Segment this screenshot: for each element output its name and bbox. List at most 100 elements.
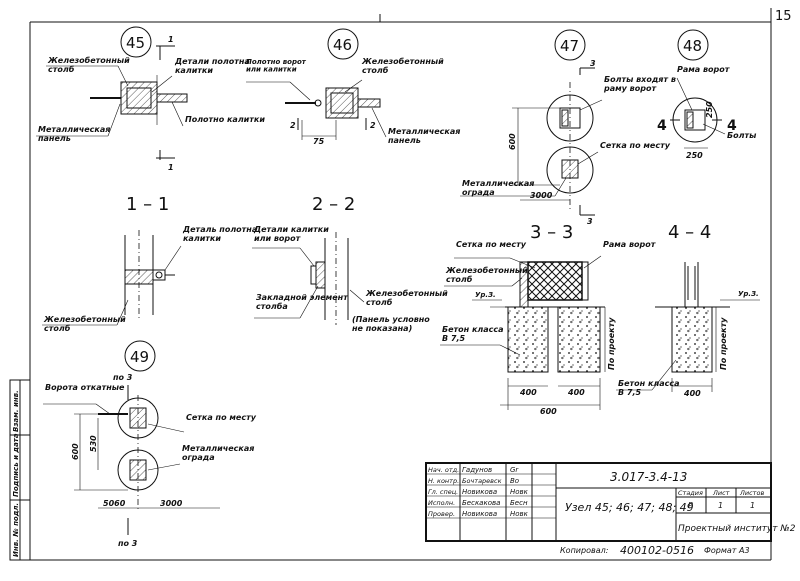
tb-sign-2: Новк (510, 488, 529, 496)
s33-dim-400a: 400 (519, 388, 537, 397)
n49-mesh: Сетка по месту (186, 413, 257, 422)
s44-design: По проекту (719, 317, 728, 370)
cut-2-left: 2 (290, 121, 296, 130)
tb-role-2: Гл. спец. (428, 488, 458, 496)
cut-3-top: 3 (590, 59, 596, 68)
n49-dim-530: 530 (89, 435, 98, 452)
tb-sign-1: Bo (510, 477, 519, 485)
cut-1-bottom: 1 (168, 163, 174, 172)
tb-stage: Р (688, 501, 693, 510)
node-49-number: 49 (130, 348, 149, 366)
node-45-number: 45 (126, 34, 145, 52)
node-47-number: 47 (560, 37, 579, 55)
n48-dim-250a: 250 (705, 101, 714, 118)
n47-dim-600: 600 (508, 133, 517, 150)
tb-copied: Копировал: (560, 546, 609, 555)
n46-dim-75: 75 (313, 137, 325, 146)
tb-role-1: Н. контр. (428, 477, 459, 485)
tb-sign-4: Новк (510, 510, 529, 518)
section-3-3: 3 – 3 Ур.З. Сетка по месту Железобетонны… (440, 222, 657, 416)
s44-level: Ур.З. (738, 290, 759, 298)
side-stamp-sign: Подпись и дата (12, 433, 20, 497)
tb-title: Узел 45; 46; 47; 48; 49 (565, 501, 694, 514)
cut-4-left: 4 (657, 118, 667, 134)
tb-role-3: Исполн. (428, 499, 455, 507)
sheet-frame: 15 (29, 8, 792, 561)
tb-stage-header: Стадия (678, 489, 703, 497)
tb-sheet: 1 (718, 501, 723, 510)
node-46-number: 46 (333, 36, 352, 54)
s33-design: По проекту (607, 317, 616, 370)
tb-sheets-header: Листов (739, 489, 764, 497)
n49-gate: Ворота откатные (45, 383, 125, 392)
tb-name-3: Бескакова (462, 499, 500, 507)
section-4-4-title: 4 – 4 (668, 222, 711, 243)
n48-dim-250b: 250 (686, 151, 703, 160)
tb-name-4: Новикова (462, 510, 497, 518)
side-stamp: Инв. № подл. Подпись и дата Взам. инв. (9, 379, 31, 561)
n48-frame: Рама ворот (677, 65, 731, 74)
s33-frame: Рама ворот (603, 240, 657, 249)
s33-dim-600: 600 (540, 407, 557, 416)
tb-role-4: Провер. (428, 510, 455, 518)
tb-institute: Проектный институт №2 (678, 524, 796, 534)
s33-dim-400b: 400 (567, 388, 585, 397)
section-3-3-title: 3 – 3 (530, 222, 573, 243)
cut-2-right: 2 (370, 121, 376, 130)
tb-sign-0: Gr (510, 466, 519, 474)
tb-order-suffix: 16 (680, 544, 694, 557)
node-48-number: 48 (683, 37, 702, 55)
s33-level: Ур.З. (475, 291, 496, 299)
tb-format: Формат А3 (704, 546, 750, 555)
tb-sheet-header: Лист (712, 489, 730, 497)
cut-p3-top: по 3 (113, 373, 133, 382)
tb-name-0: Гадунов (462, 466, 492, 474)
cut-3-bottom: 3 (587, 217, 593, 226)
n47-mesh: Сетка по месту (600, 141, 671, 150)
cut-1-top: 1 (168, 35, 174, 44)
tb-sheets: 1 (750, 501, 755, 510)
cut-4-right: 4 (727, 118, 737, 134)
page-number: 15 (775, 9, 792, 24)
s33-mesh: Сетка по месту (456, 240, 527, 249)
s44-dim-400: 400 (683, 389, 701, 398)
node-49: 49 по 3 по 3 Ворота откатные Сетка по ме… (43, 340, 257, 548)
title-block: Нач. отд. Гадунов Gr Н. контр. Бочтаревс… (425, 462, 796, 557)
tb-name-2: Новикова (462, 488, 497, 496)
section-2-2-title: 2 – 2 (312, 194, 355, 215)
n47-dim-3000: 3000 (530, 191, 553, 200)
node-48: 48 4 4 250 250 Рама ворот Болты (657, 29, 757, 160)
tb-role-0: Нач. отд. (428, 466, 459, 474)
n49-dim-3000: 3000 (160, 499, 183, 508)
tb-order-no: 400102-05 (620, 544, 680, 557)
side-stamp-replace: Взам. инв. (12, 390, 20, 432)
tb-doc-code: 3.017-3.4-13 (610, 470, 687, 484)
n49-dim-600: 600 (71, 443, 80, 460)
n49-dim-5060: 5060 (103, 499, 126, 508)
cut-p3-bottom: по 3 (118, 539, 138, 548)
